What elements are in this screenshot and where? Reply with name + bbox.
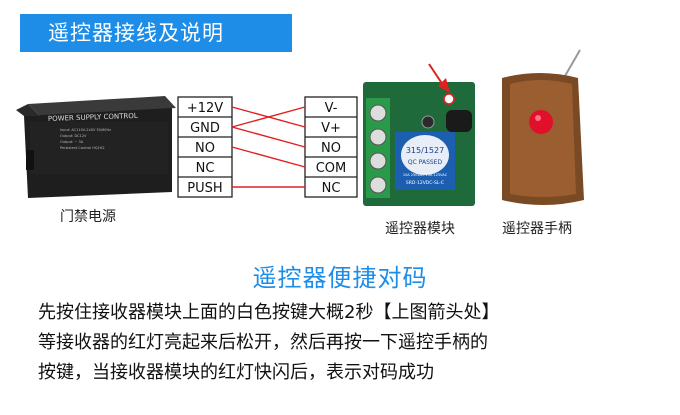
relay-part: SRD-12VDC-SL-C	[406, 180, 444, 186]
relay-model: 315/1527	[406, 146, 444, 155]
terminal-right-v-minus: V-	[325, 101, 338, 116]
relay-status: QC PASSED	[408, 159, 443, 166]
psu-fine-print-0: Input: AC110V-240V 50/60Hz	[60, 128, 111, 132]
pairing-instructions: 先按住接收器模块上面的白色按键大概2秒【上图箭头处】 等接收器的红灯亮起来后松开…	[38, 298, 658, 388]
psu-caption: 门禁电源	[60, 209, 116, 225]
terminal-left-no: NO	[195, 141, 215, 156]
terminal-left-push: PUSH	[187, 181, 222, 196]
remote-fob	[502, 49, 584, 205]
psu-terminal-block: +12V GND NO NC PUSH	[177, 96, 233, 198]
psu-title: POWER SUPPLY CONTROL	[48, 112, 138, 123]
module-terminal-block: V- V+ NO COM NC	[304, 96, 358, 198]
wiring-diagram: POWER SUPPLY CONTROL Input: AC110V-240V …	[16, 49, 584, 206]
instruction-line-3: 按键，当接收器模块的红灯快闪后，表示对码成功	[38, 362, 434, 383]
instruction-line-1: 先按住接收器模块上面的白色按键大概2秒【上图箭头处】	[38, 302, 500, 323]
pairing-subtitle: 遥控器便捷对码	[252, 264, 428, 292]
psu-fine-print-1: Output: DC12V	[60, 134, 87, 138]
terminal-right-com: COM	[316, 161, 347, 176]
relay-specs: 10A 250VAC 15A 125VAC	[403, 173, 448, 177]
instruction-line-2: 等接收器的红灯亮起来后松开，然后再按一下遥控手柄的	[38, 332, 488, 353]
power-supply-unit: POWER SUPPLY CONTROL Input: AC110V-240V …	[16, 96, 176, 198]
psu-fine-print-2: Output: ~ 3A	[60, 140, 84, 144]
wiring-lines	[231, 106, 306, 188]
terminal-left-gnd: GND	[190, 121, 220, 136]
pairing-arrow-icon	[428, 63, 450, 93]
terminal-right-no: NO	[321, 141, 341, 156]
remote-caption: 遥控器手柄	[502, 221, 572, 237]
banner-title: 遥控器接线及说明	[20, 14, 292, 52]
terminal-left-12v: +12V	[187, 101, 223, 116]
receiver-module: 315/1527 QC PASSED 10A 250VAC 15A 125VAC…	[363, 63, 475, 206]
module-caption: 遥控器模块	[385, 221, 455, 237]
terminal-right-v-plus: V+	[321, 121, 341, 136]
terminal-left-nc: NC	[196, 161, 215, 176]
terminal-right-nc: NC	[322, 181, 341, 196]
psu-fine-print-3: Persistent Control HQ1H2	[60, 146, 105, 150]
